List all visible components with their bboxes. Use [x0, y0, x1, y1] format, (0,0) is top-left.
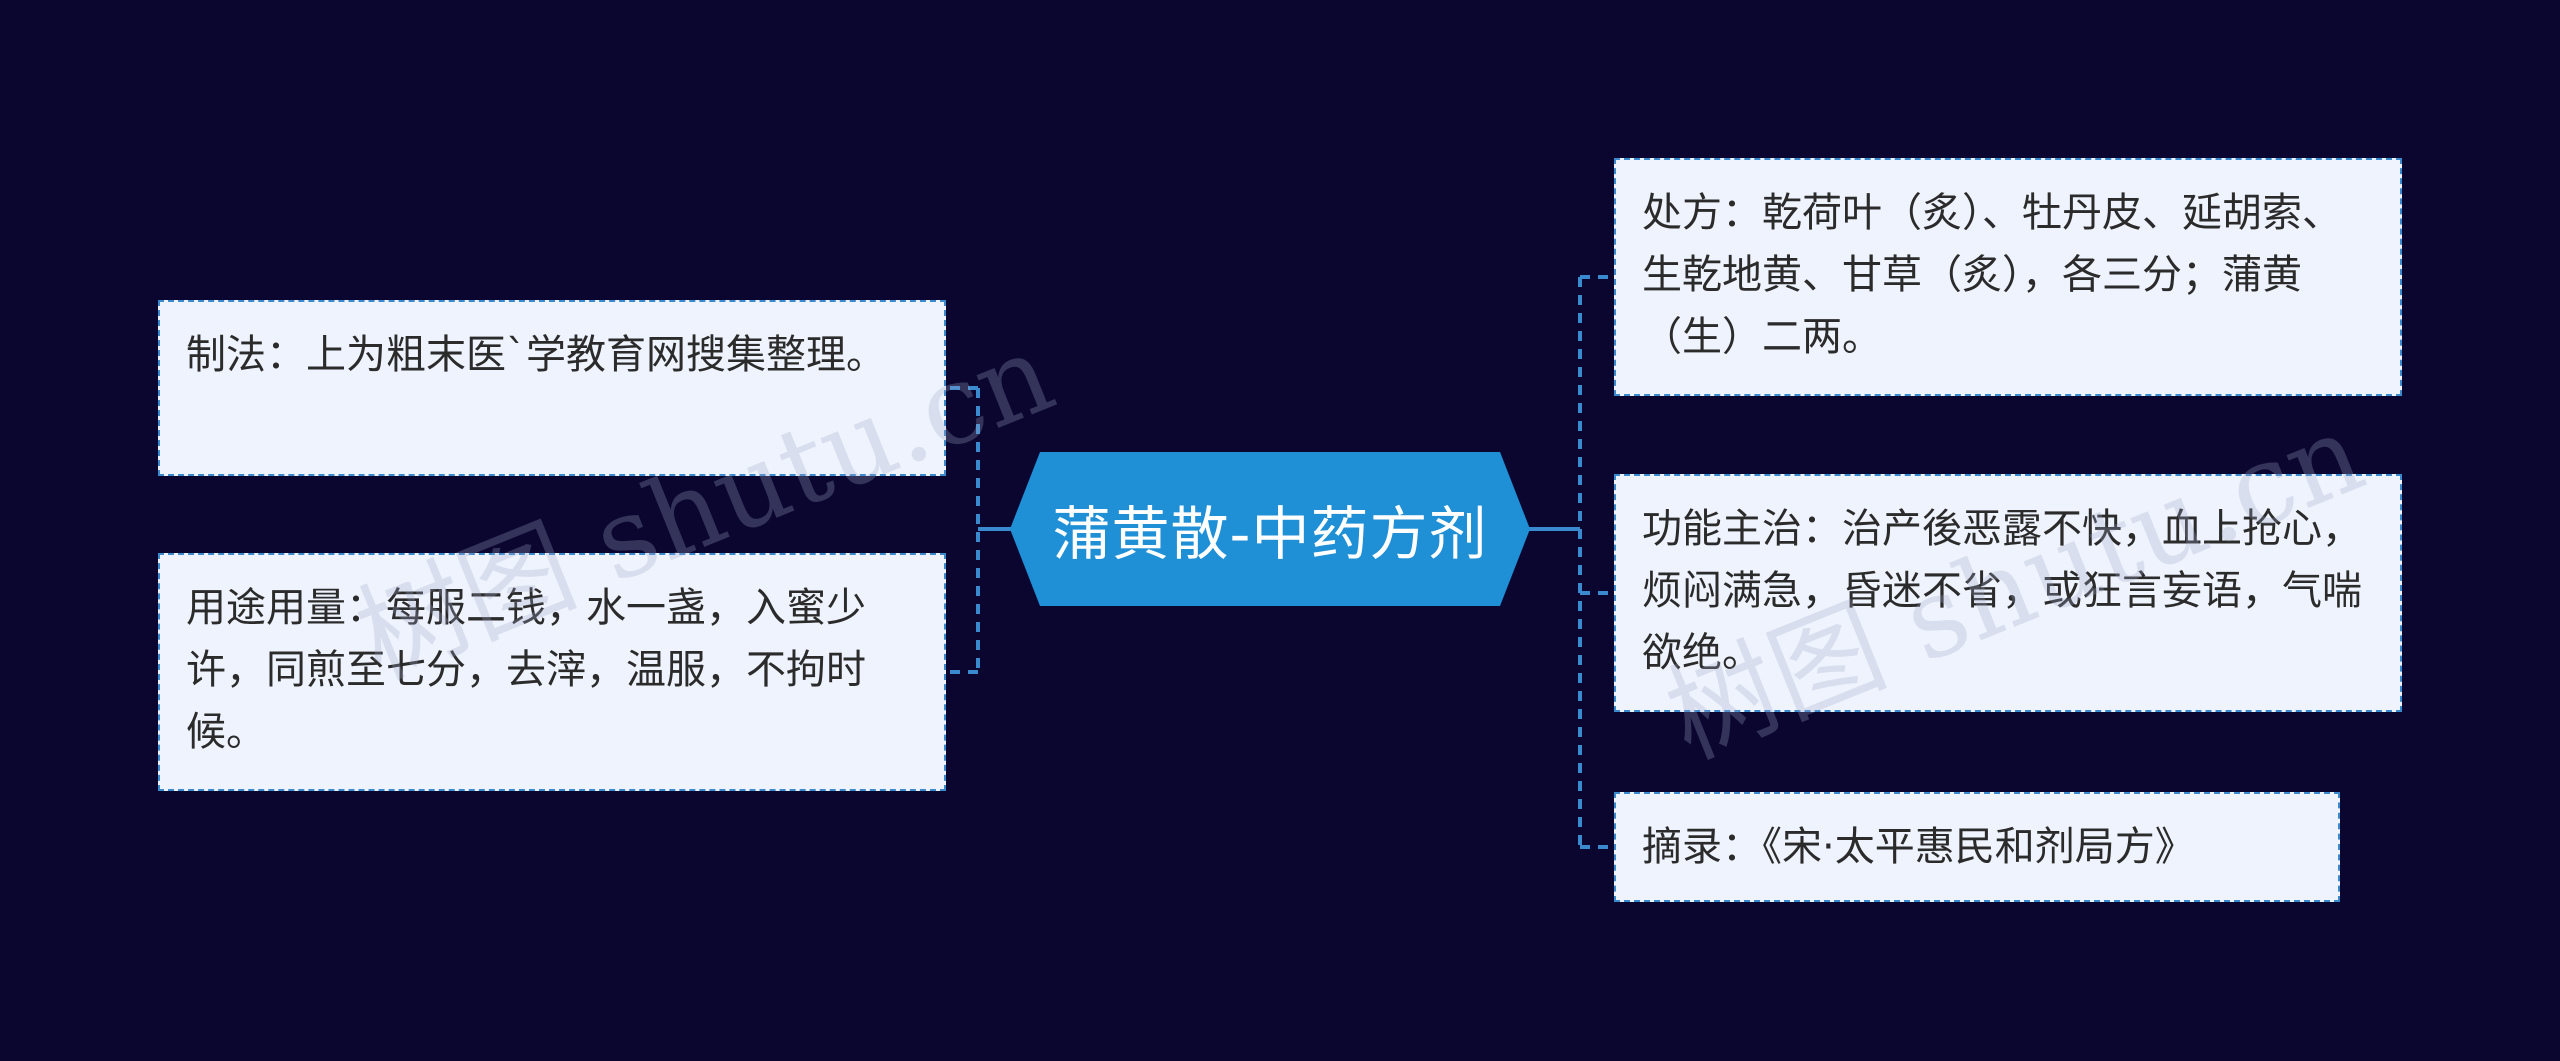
node-indications-text: 功能主治：治产後恶露不快，血上抢心，烦闷满急，昏迷不省，或狂言妄语，气喘欲绝。 [1642, 506, 2362, 676]
center-topic-title: 蒲黄散-中药方剂 [1052, 500, 1488, 568]
node-prescription[interactable]: 处方：乾荷叶（炙）、牡丹皮、延胡索、生乾地黄、甘草（炙），各三分；蒲黄（生）二两… [1614, 158, 2402, 396]
node-prescription-text: 处方：乾荷叶（炙）、牡丹皮、延胡索、生乾地黄、甘草（炙），各三分；蒲黄（生）二两… [1642, 190, 2342, 360]
node-source[interactable]: 摘录：《宋·太平惠民和剂局方》 [1614, 792, 2340, 902]
node-preparation[interactable]: 制法：上为粗末医`学教育网搜集整理。 [158, 300, 946, 476]
node-indications[interactable]: 功能主治：治产後恶露不快，血上抢心，烦闷满急，昏迷不省，或狂言妄语，气喘欲绝。 [1614, 474, 2402, 712]
node-usage-dosage-text: 用途用量：每服二钱，水一盏，入蜜少许，同煎至七分，去滓，温服，不拘时候。 [186, 585, 866, 755]
node-source-text: 摘录：《宋·太平惠民和剂局方》 [1642, 824, 2195, 870]
center-topic-shape [1010, 452, 1530, 606]
node-preparation-text: 制法：上为粗末医`学教育网搜集整理。 [186, 332, 886, 378]
node-usage-dosage[interactable]: 用途用量：每服二钱，水一盏，入蜜少许，同煎至七分，去滓，温服，不拘时候。 [158, 553, 946, 791]
center-topic[interactable]: 蒲黄散-中药方剂 [1010, 452, 1530, 606]
